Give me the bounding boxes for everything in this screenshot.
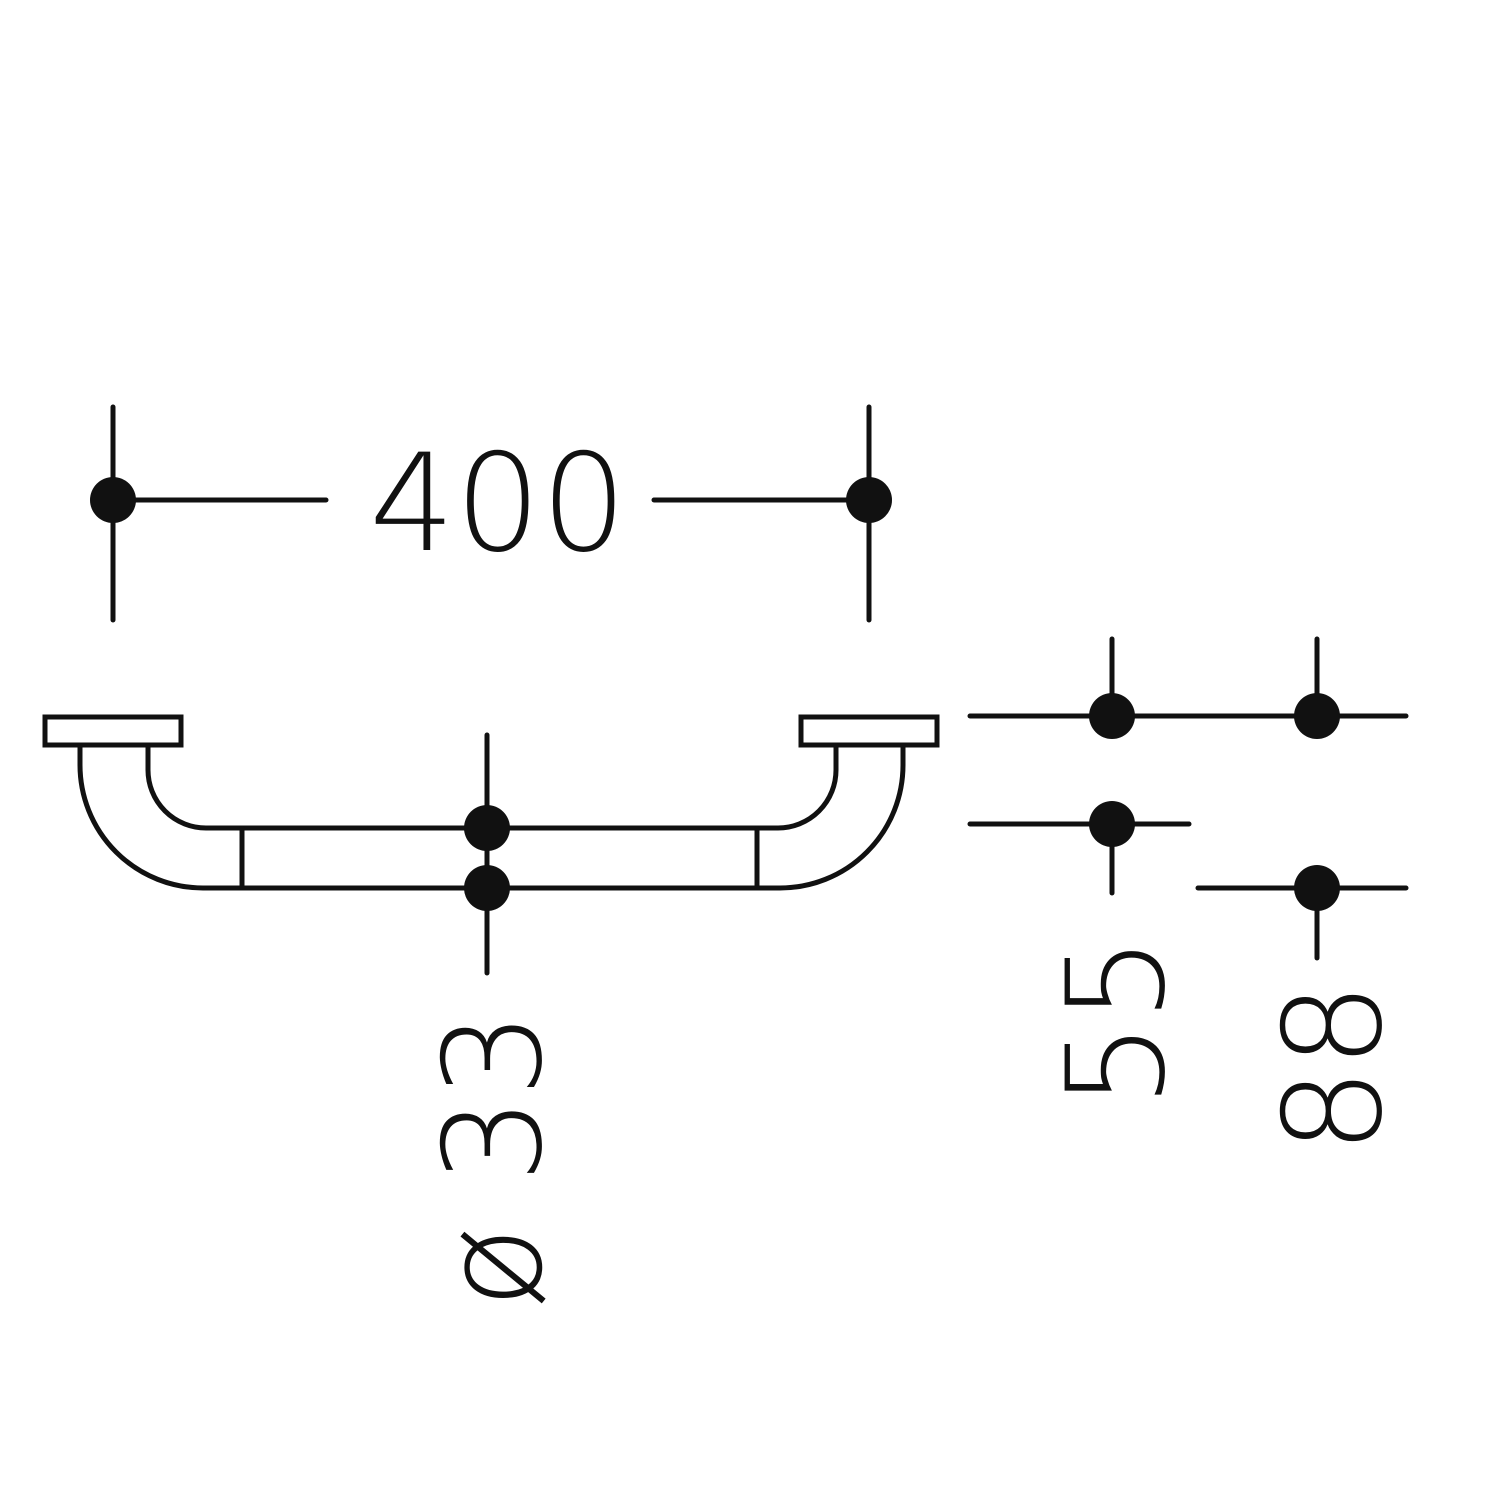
outer-depth-label: 88 [1255, 982, 1412, 1154]
length-dimension: 400 [90, 404, 892, 623]
length-label: 400 [369, 425, 627, 582]
grab-bar-outline [42, 714, 940, 891]
depth-dimensions: 55 88 [967, 636, 1412, 1154]
diameter-dimension: ø 33 [415, 732, 572, 1309]
diameter-label: ø 33 [415, 1011, 572, 1308]
inner-depth-label: 55 [1038, 936, 1195, 1108]
